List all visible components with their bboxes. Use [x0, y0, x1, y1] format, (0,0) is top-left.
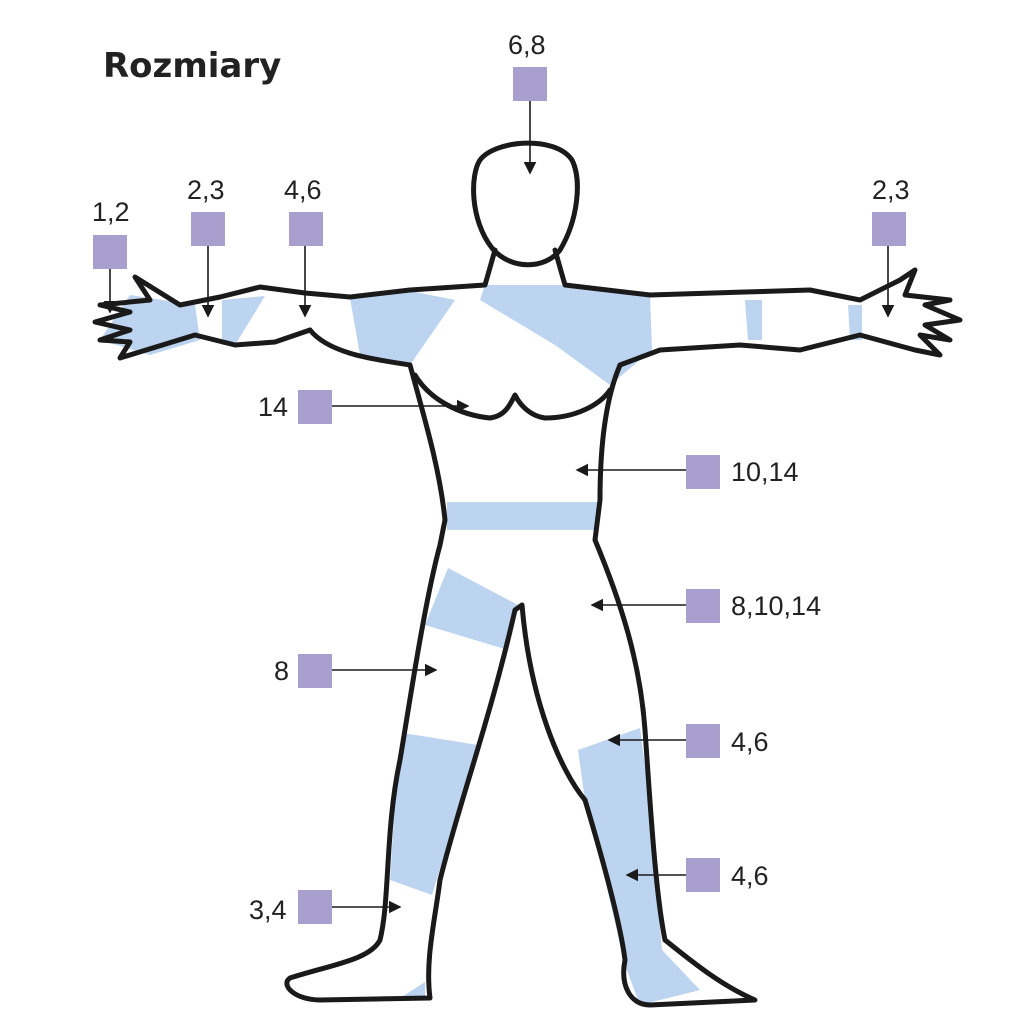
marker-label-head: 6,8 — [508, 30, 546, 60]
page-title: Rozmiary — [103, 46, 282, 86]
marker-label-hips: 8,10,14 — [731, 591, 822, 621]
body-outline — [92, 140, 963, 1008]
measurement-bands — [100, 285, 862, 1005]
marker-label-fingers: 1,2 — [92, 197, 130, 227]
marker-label-waist: 10,14 — [731, 457, 799, 487]
marker-label-chest: 14 — [258, 392, 289, 422]
leader-lines — [103, 100, 895, 914]
marker-label-calf: 4,6 — [731, 861, 769, 891]
marker-boxes — [93, 67, 906, 924]
marker-label-thigh: 8 — [274, 656, 290, 686]
marker-label-knee: 4,6 — [731, 727, 769, 757]
marker-label-elbow-left: 4,6 — [284, 175, 322, 205]
marker-label-wrist-left: 2,3 — [187, 175, 225, 205]
marker-label-wrist-right: 2,3 — [872, 175, 910, 205]
marker-label-ankle: 3,4 — [249, 895, 287, 925]
